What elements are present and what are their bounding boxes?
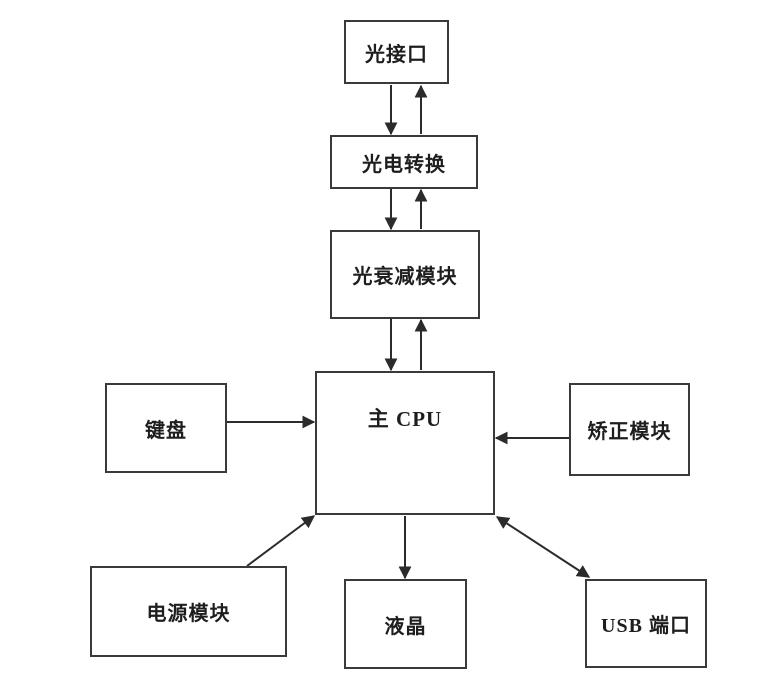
node-keyboard: 键盘: [105, 383, 227, 473]
node-usb-port-label: USB 端口: [601, 615, 691, 637]
node-optical-interface-label: 光接口: [365, 43, 428, 66]
node-main-cpu: 主 CPU: [315, 371, 495, 515]
node-correction-module: 矫正模块: [569, 383, 690, 476]
node-correction-module-label: 矫正模块: [587, 421, 672, 443]
node-power-module-label: 电源模块: [146, 603, 231, 625]
node-photoelectric-conversion: 光电转换: [330, 135, 478, 189]
node-optical-interface: 光接口: [344, 20, 449, 84]
node-lcd-label: 液晶: [384, 615, 427, 638]
node-optical-attenuation-label: 光衰减模块: [352, 266, 458, 288]
arrow-power-to-cpu: [246, 515, 316, 567]
node-keyboard-label: 键盘: [145, 419, 187, 442]
node-usb-port: USB 端口: [585, 579, 707, 668]
node-photoelectric-conversion-label: 光电转换: [362, 153, 446, 176]
node-power-module: 电源模块: [90, 566, 287, 657]
arrow-cpu-usb-bidirectional: [495, 516, 591, 578]
node-lcd: 液晶: [344, 579, 467, 669]
node-optical-attenuation: 光衰减模块: [330, 230, 480, 319]
node-main-cpu-label: 主 CPU: [367, 407, 443, 431]
